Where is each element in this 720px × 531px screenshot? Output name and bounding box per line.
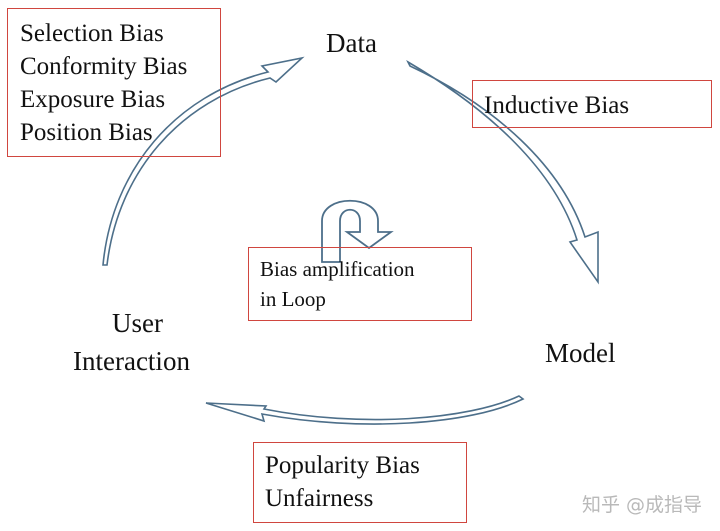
loop-arrow-icon [321,200,394,263]
bias-popularity: Popularity Bias [265,452,420,479]
node-user-interaction-line2: Interaction [73,346,190,376]
node-model: Model [545,338,616,368]
bias-position: Position Bias [20,119,153,146]
box-data-biases: Selection Bias Conformity Bias Exposure … [7,8,221,157]
watermark: 知乎 @成指导 [581,494,702,516]
arrow-user-to-data [102,56,305,266]
bias-unfairness: Unfairness [265,485,374,512]
loop-label-line1: Bias amplification [260,257,415,281]
arrow-data-to-model [406,59,599,285]
bias-inductive: Inductive Bias [484,92,630,119]
arrow-model-to-user [205,395,525,425]
bias-selection: Selection Bias [20,20,164,47]
box-model-biases: Inductive Bias [472,80,712,128]
bias-exposure: Exposure Bias [20,86,166,113]
loop-label-line2: in Loop [260,287,326,311]
box-loop: Bias amplification in Loop [248,247,472,321]
node-user-interaction-line1: User [112,308,163,338]
node-data: Data [326,28,377,58]
box-user-biases: Popularity Bias Unfairness [253,442,467,523]
bias-conformity: Conformity Bias [20,53,188,80]
